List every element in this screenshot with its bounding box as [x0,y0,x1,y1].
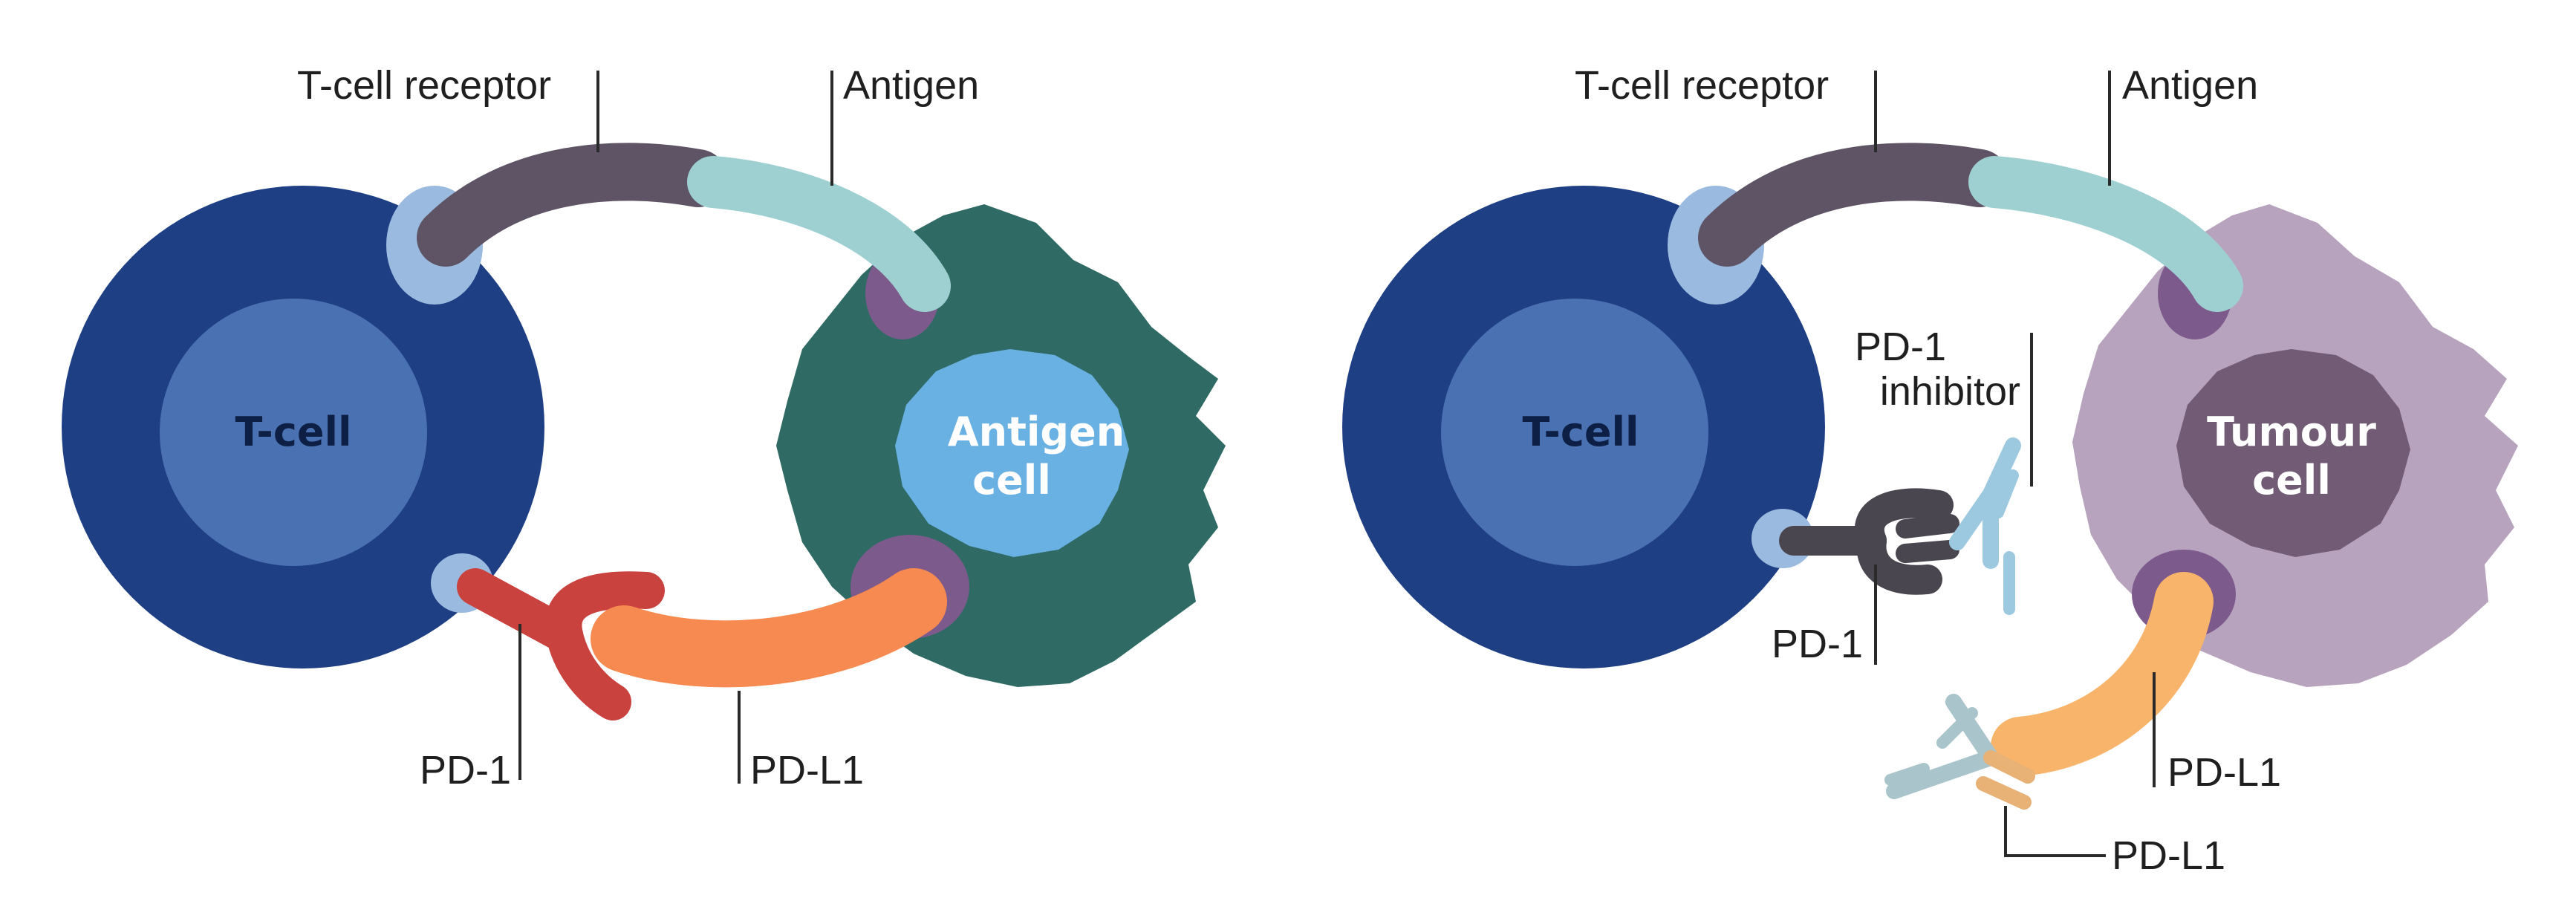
left-antigen [687,156,951,312]
right-panel: T-cell Tumour cell [1342,63,2518,878]
left-antigen-cell-nucleus [895,349,1129,557]
right-pdl1-ligand [1991,572,2214,776]
right-pd1-receptor [1779,488,1959,595]
right-tumour-cell-label-line2: cell [2252,457,2331,504]
right-pdl1-lower-leader [2004,806,2106,857]
left-pd1-label: PD-1 [420,748,511,793]
right-tumour-cell-label-line1: Tumour [2207,409,2376,455]
left-antigen-label: Antigen [843,63,979,108]
right-tcell-receptor [1698,143,2009,267]
left-receptor-label: T-cell receptor [297,63,551,108]
right-antigen [1968,156,2243,312]
right-inhibitor-label-line2: inhibitor [1880,369,2020,414]
right-receptor-label: T-cell receptor [1575,63,1829,108]
left-tcell-label: T-cell [235,409,352,455]
right-pdl1-upper-label: PD-L1 [2167,750,2281,795]
right-pd1-inhibitor-antibody [1949,437,2021,615]
right-antigen-label: Antigen [2122,63,2258,108]
left-tcell-inner [160,299,427,566]
right-tumour-cell-nucleus [2176,349,2410,557]
right-pdl1-lower-label: PD-L1 [2112,833,2225,878]
right-tcell-label: T-cell [1523,409,1639,455]
left-antigen-cell-label-line2: cell [972,457,1051,504]
left-pd1-receptor [457,568,665,720]
right-pd1-label: PD-1 [1772,622,1863,666]
left-pdl1-label: PD-L1 [750,748,864,793]
left-tcell-receptor [417,143,727,267]
left-pdl1-ligand [591,568,947,688]
right-pdl1-antibody [1884,694,1999,799]
right-pdl1-antibody-tip [1976,750,2035,810]
right-inhibitor-label-line1: PD-1 [1855,325,1946,369]
left-panel: T-cell Antigen cell T-cell receptor Anti… [62,63,1226,793]
left-antigen-cell-label-line1: Antigen [948,409,1125,455]
right-tcell-inner [1441,299,1708,566]
